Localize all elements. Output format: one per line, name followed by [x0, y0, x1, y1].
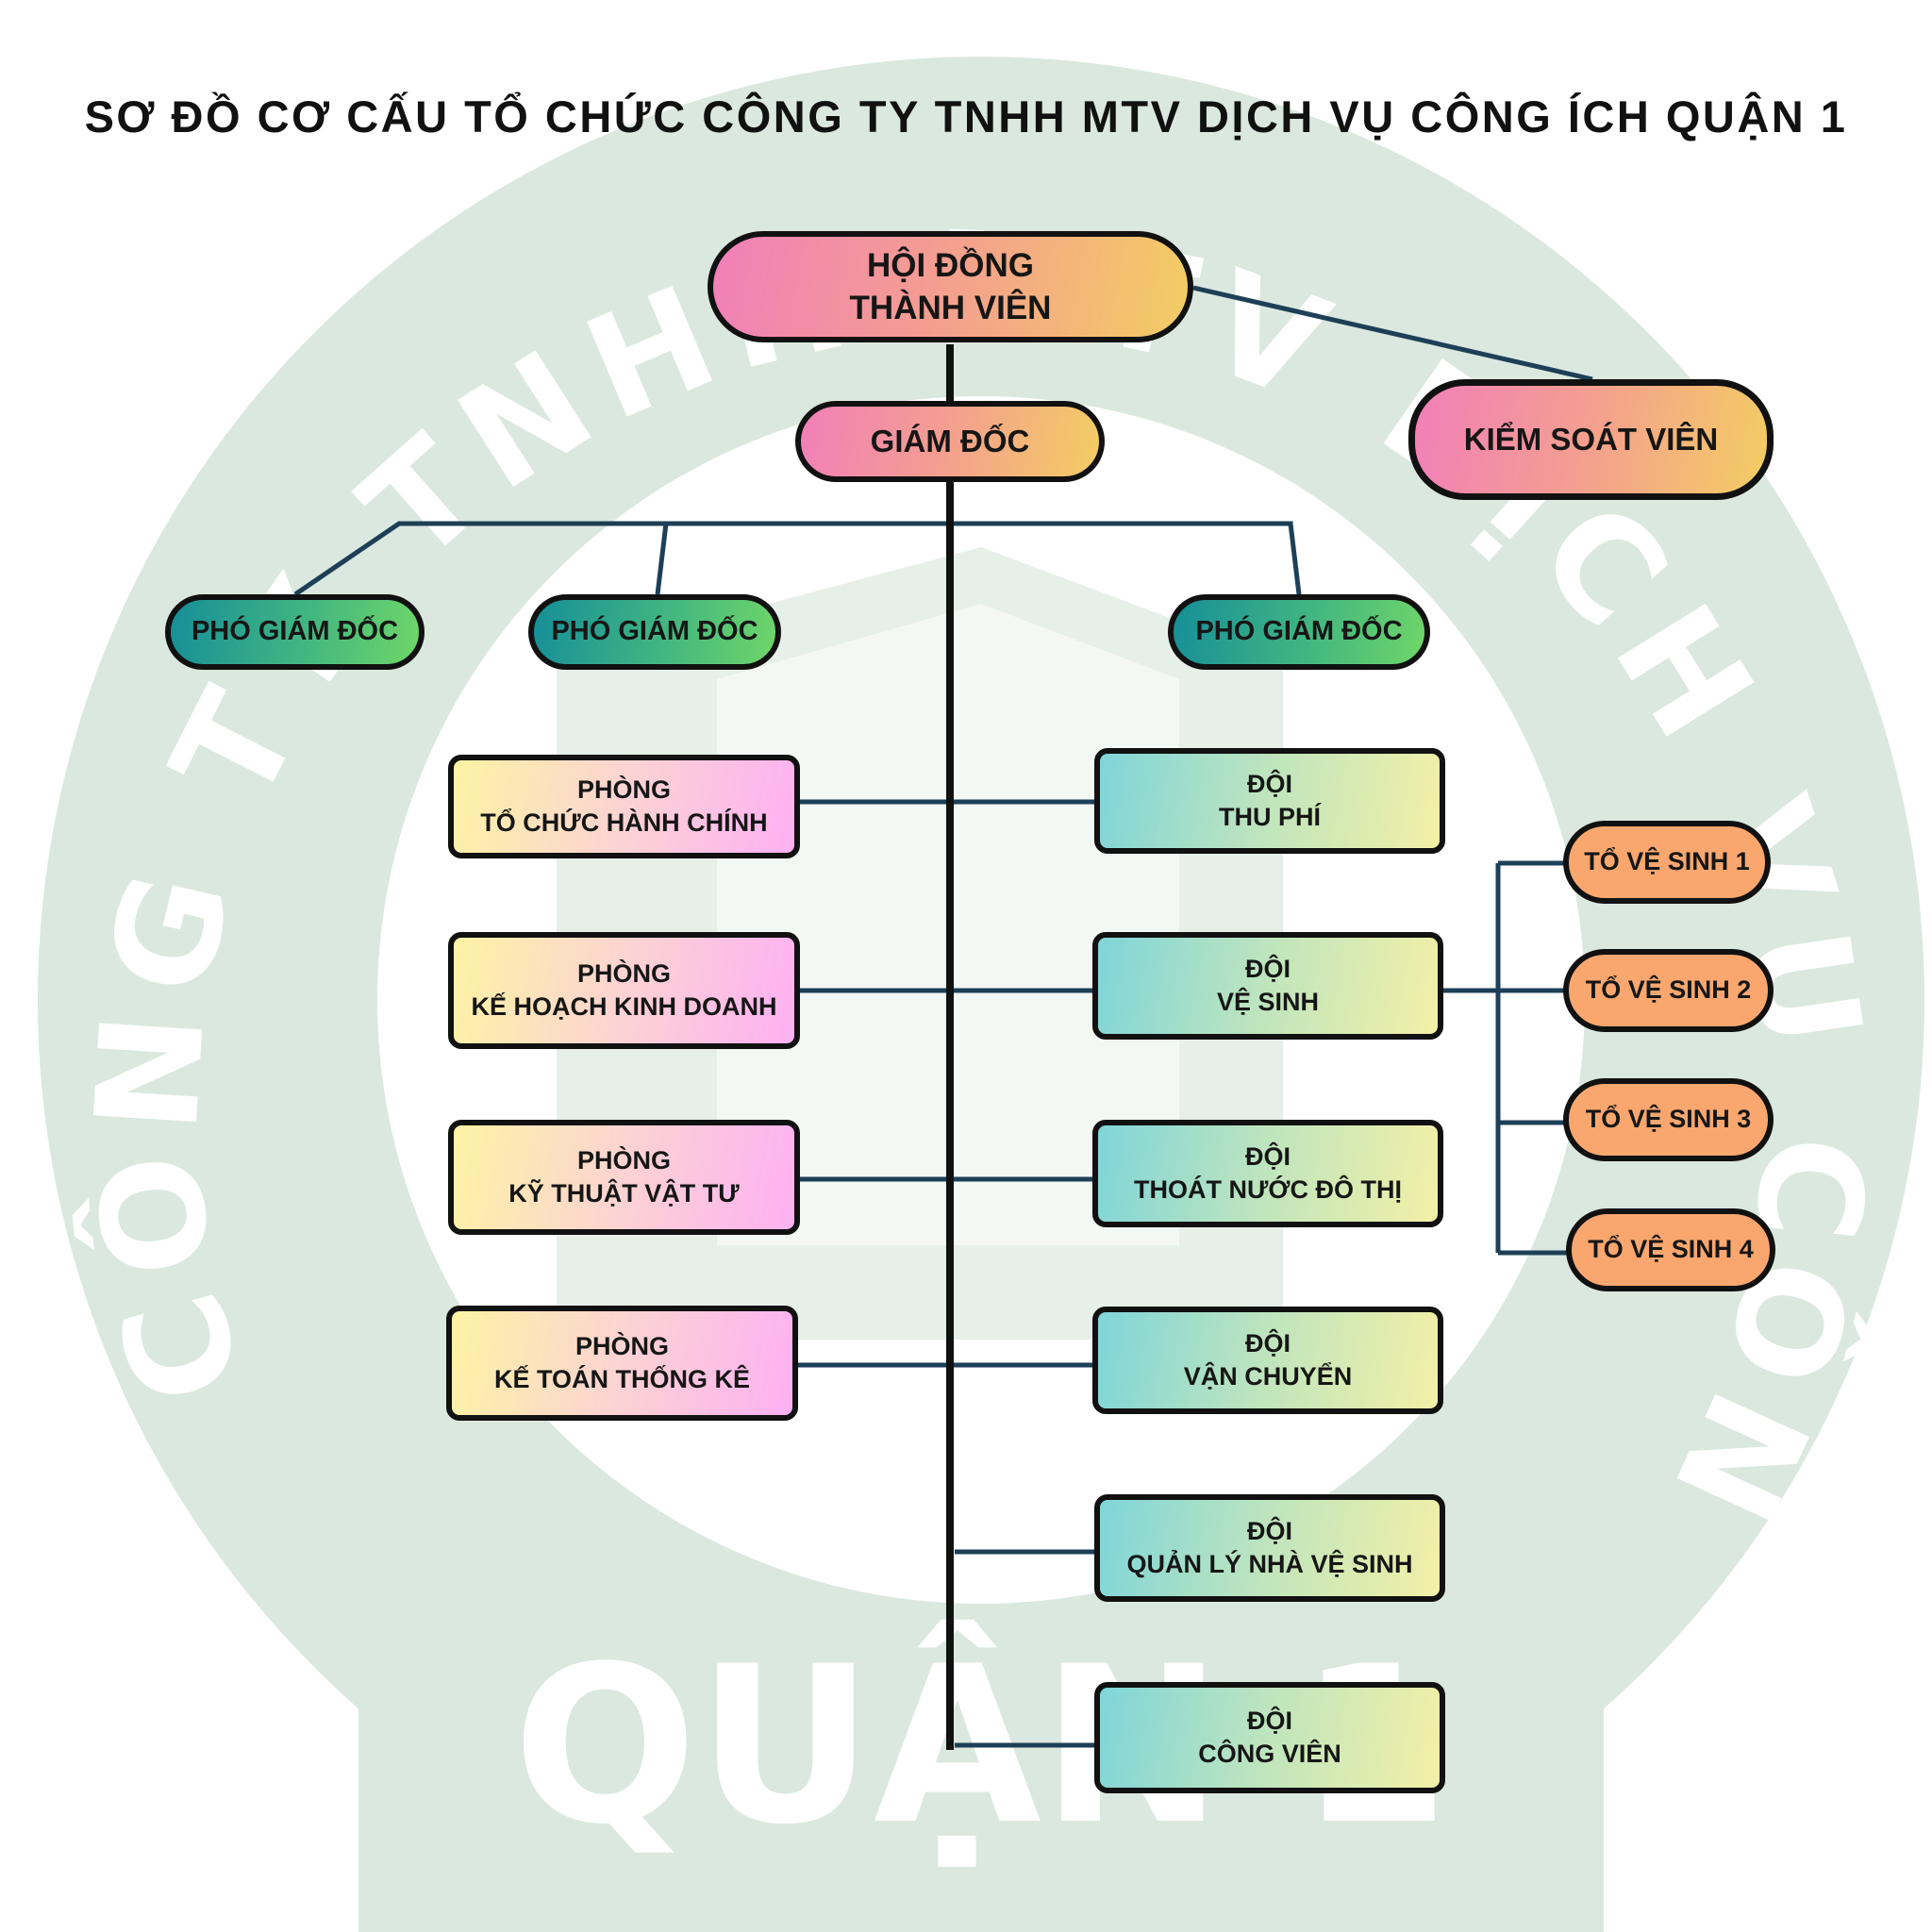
node-label: KIỂM SOÁT VIÊN	[1463, 421, 1719, 457]
node-label: ĐỘI	[1244, 1141, 1291, 1171]
node-label: ĐỘI	[1244, 1328, 1291, 1357]
node-label: TỔ VỆ SINH 1	[1584, 847, 1750, 876]
node-label: GIÁM ĐỐC	[870, 423, 1030, 458]
node-hoi-dong-thanh-vien: HỘI ĐỒNG THÀNH VIÊN	[708, 231, 1193, 342]
node-label: VẬN CHUYỂN	[1183, 1362, 1353, 1391]
node-label: HỘI ĐỒNG	[867, 246, 1034, 284]
node-label: PHÒNG	[576, 774, 671, 804]
node-label: PHÒNG	[575, 1331, 669, 1360]
node-doi-quan-ly-nha-ve-sinh: ĐỘI QUẢN LÝ NHÀ VỆ SINH	[1094, 1494, 1445, 1602]
node-doi-thu-phi: ĐỘI THU PHÍ	[1094, 748, 1445, 854]
node-label: VỆ SINH	[1216, 988, 1320, 1016]
node-label: TỔ CHỨC HÀNH CHÍNH	[480, 808, 768, 837]
node-label: KẾ TOÁN THỐNG KÊ	[493, 1365, 750, 1393]
node-phong-ke-toan-thong-ke: PHÒNG KẾ TOÁN THỐNG KÊ	[446, 1306, 798, 1421]
node-label: PHÒNG	[576, 958, 671, 988]
node-pho-giam-doc-3: PHÓ GIÁM ĐỐC	[1168, 594, 1430, 670]
node-label: ĐỘI	[1246, 769, 1292, 798]
node-to-ve-sinh-2: TỔ VỆ SINH 2	[1563, 949, 1774, 1032]
node-pho-giam-doc-1: PHÓ GIÁM ĐỐC	[165, 594, 425, 670]
node-label: PHÓ GIÁM ĐỐC	[191, 616, 399, 647]
node-phong-to-chuc-hanh-chinh: PHÒNG TỔ CHỨC HÀNH CHÍNH	[448, 755, 800, 858]
node-kiem-soat-vien: KIỂM SOÁT VIÊN	[1408, 379, 1774, 500]
node-label: PHÒNG	[576, 1145, 671, 1174]
node-label: TỔ VỆ SINH 4	[1588, 1235, 1754, 1264]
node-label: THOÁT NƯỚC ĐÔ THỊ	[1134, 1175, 1402, 1204]
node-doi-van-chuyen: ĐỘI VẬN CHUYỂN	[1092, 1307, 1443, 1414]
node-label: ĐỘI	[1246, 1516, 1292, 1545]
node-label: PHÓ GIÁM ĐỐC	[551, 616, 758, 647]
node-label: TỔ VỆ SINH 3	[1585, 1105, 1752, 1134]
node-doi-ve-sinh: ĐỘI VỆ SINH	[1092, 932, 1443, 1040]
node-to-ve-sinh-3: TỔ VỆ SINH 3	[1563, 1078, 1774, 1161]
node-phong-ky-thuat-vat-tu: PHÒNG KỸ THUẬT VẬT TƯ	[448, 1120, 800, 1235]
node-doi-thoat-nuoc-do-thi: ĐỘI THOÁT NƯỚC ĐÔ THỊ	[1092, 1120, 1443, 1227]
node-label: TỔ VỆ SINH 2	[1585, 975, 1752, 1005]
node-label: KỸ THUẬT VẬT TƯ	[508, 1179, 740, 1208]
node-label: THU PHÍ	[1219, 803, 1321, 831]
node-label: ĐỘI	[1246, 1706, 1292, 1735]
node-label: PHÓ GIÁM ĐỐC	[1195, 616, 1403, 647]
node-label: KẾ HOẠCH KINH DOANH	[471, 992, 777, 1021]
page-title: SƠ ĐỒ CƠ CẤU TỔ CHỨC CÔNG TY TNHH MTV DỊ…	[84, 92, 1848, 142]
node-phong-ke-hoach-kinh-doanh: PHÒNG KẾ HOẠCH KINH DOANH	[448, 932, 800, 1049]
node-pho-giam-doc-2: PHÓ GIÁM ĐỐC	[528, 594, 781, 670]
node-label: QUẢN LÝ NHÀ VỆ SINH	[1126, 1550, 1413, 1578]
node-to-ve-sinh-1: TỔ VỆ SINH 1	[1563, 821, 1771, 904]
node-giam-doc: GIÁM ĐỐC	[795, 401, 1105, 482]
node-label: THÀNH VIÊN	[849, 290, 1052, 326]
node-label: ĐỘI	[1244, 954, 1291, 983]
node-doi-cong-vien: ĐỘI CÔNG VIÊN	[1094, 1682, 1445, 1793]
node-to-ve-sinh-4: TỔ VỆ SINH 4	[1566, 1208, 1775, 1291]
node-label: CÔNG VIÊN	[1198, 1740, 1341, 1768]
